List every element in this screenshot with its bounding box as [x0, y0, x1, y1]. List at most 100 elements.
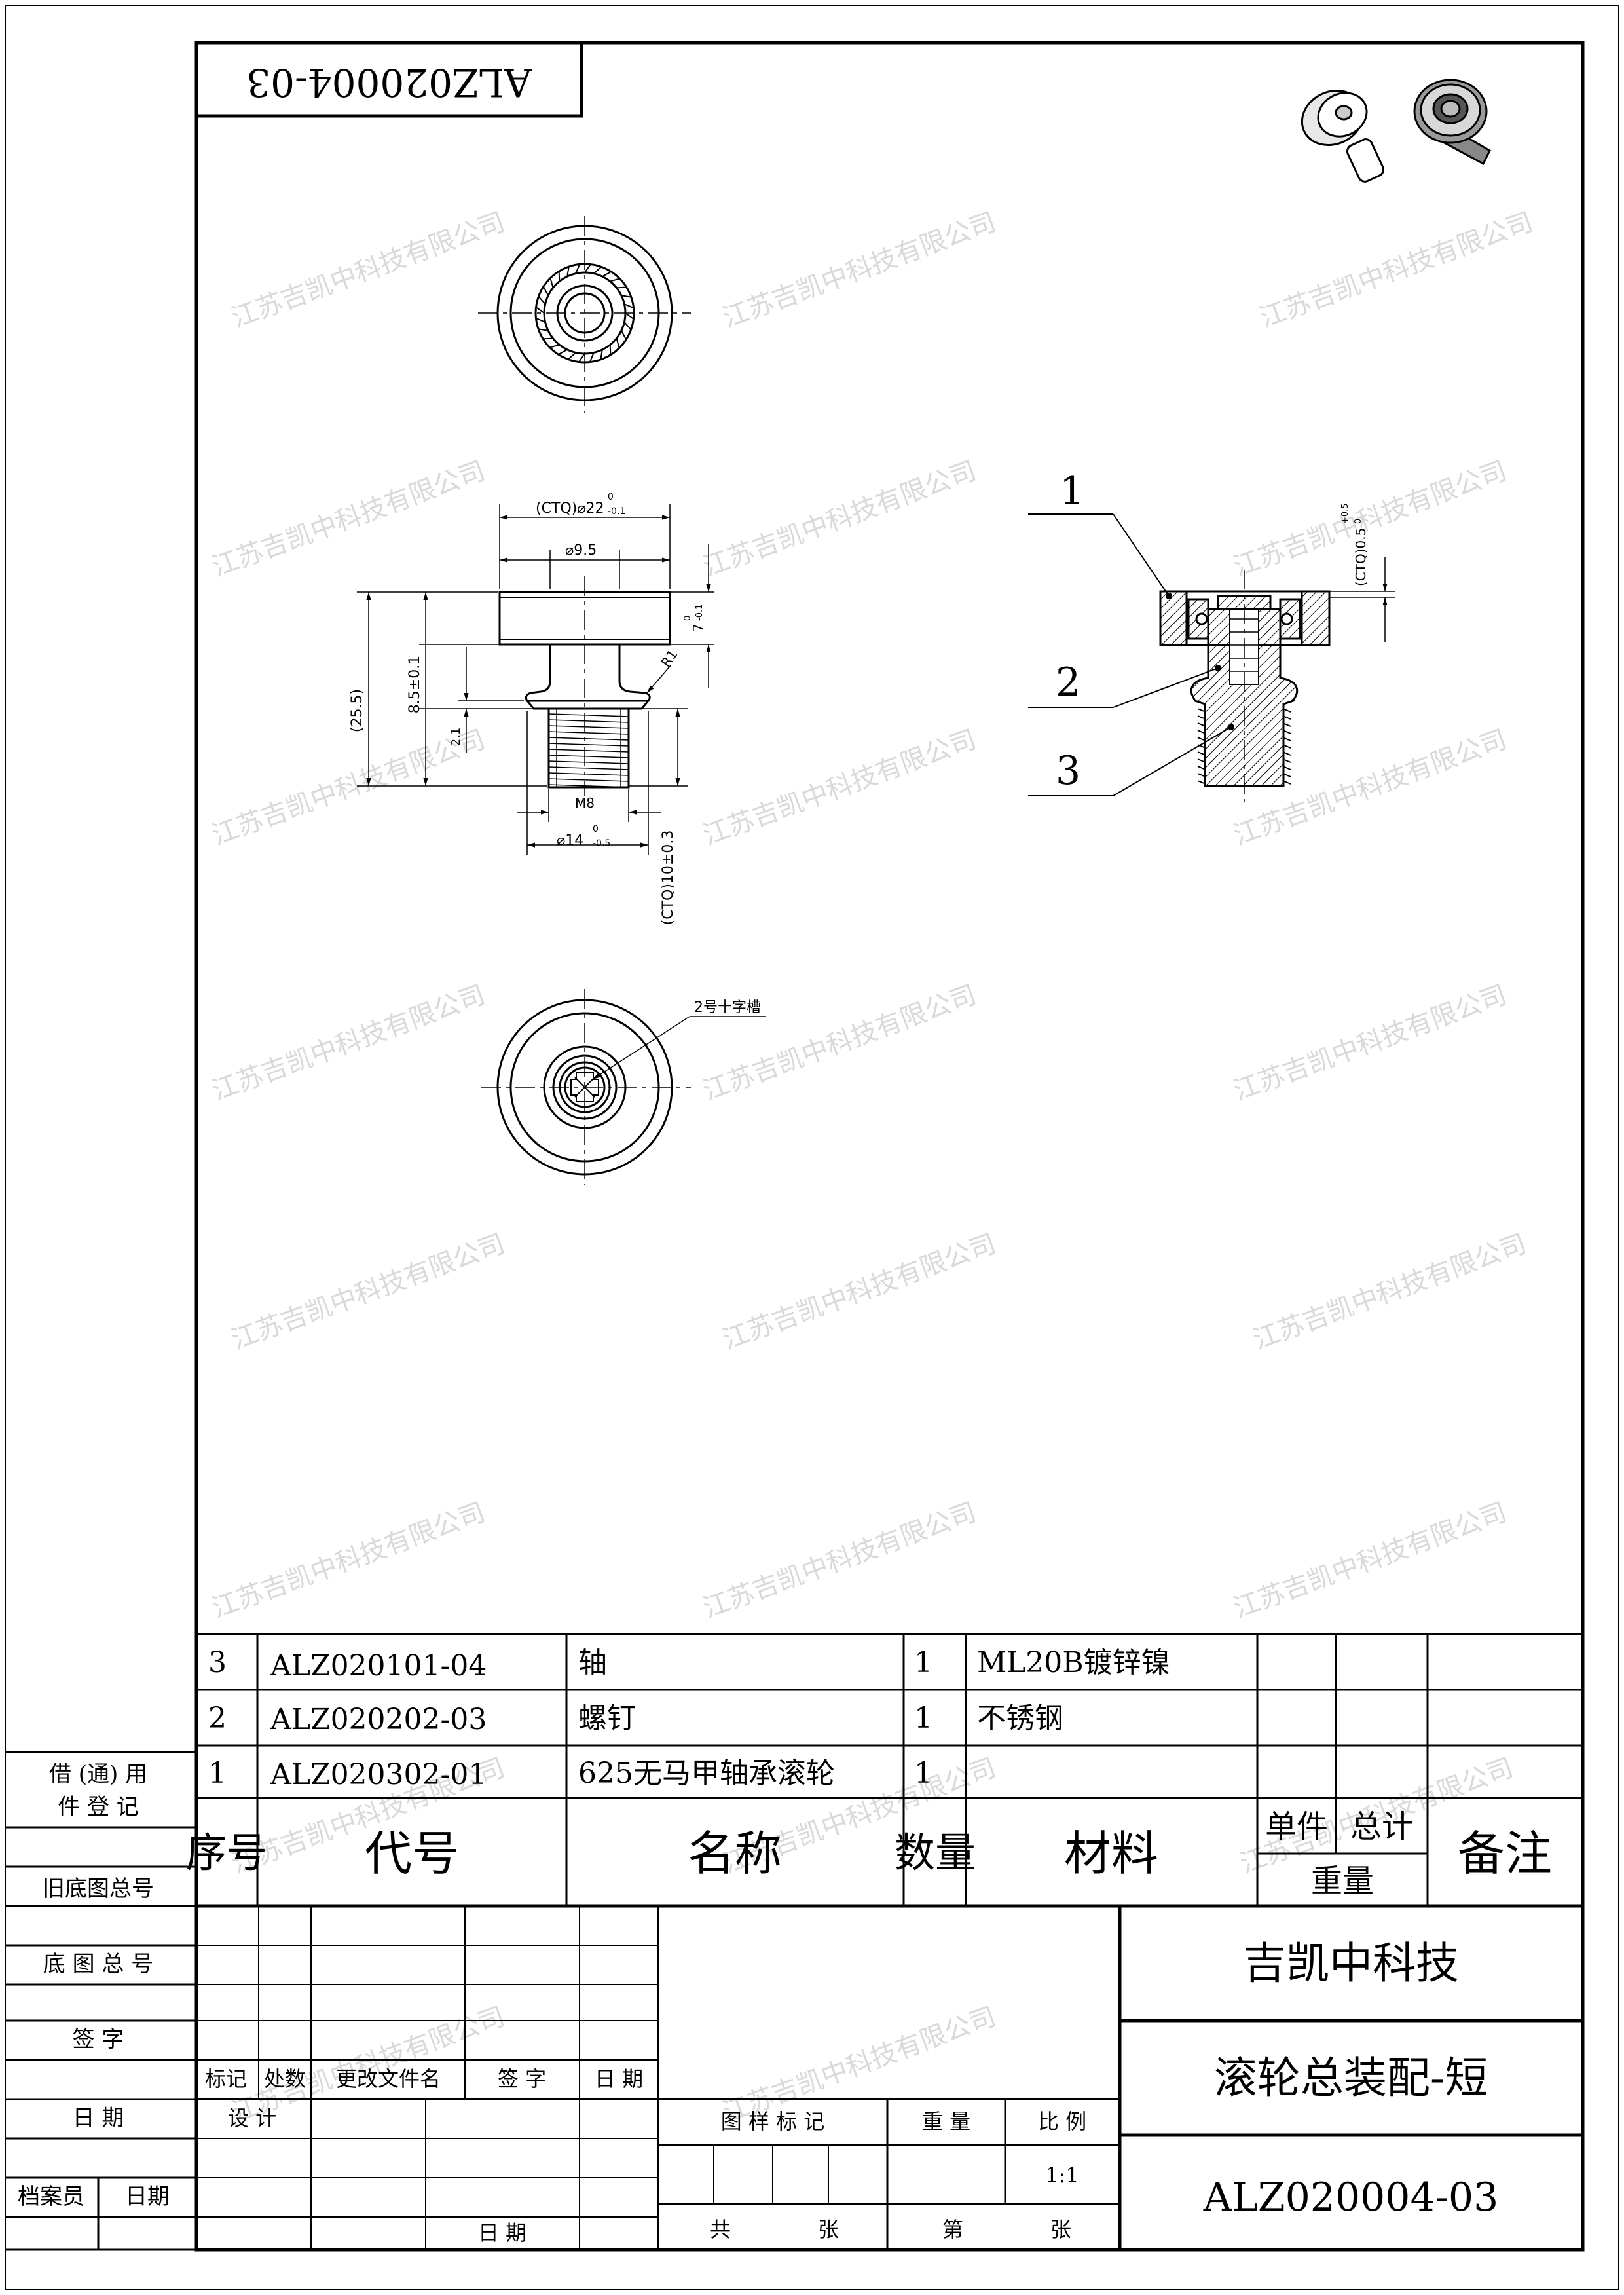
dim-outer-dia-tol-upper: 0: [608, 492, 614, 502]
tb-scale-label: 比 例: [1038, 2109, 1086, 2134]
tb-company: 吉凯中科技: [1243, 1938, 1459, 1988]
dim-gap-tol-lower: 0: [1354, 519, 1363, 524]
tb-sheet: 张: [818, 2217, 839, 2242]
side-date: 日 期: [73, 2105, 124, 2131]
callout-2: 2: [1056, 660, 1080, 705]
svg-text:江苏吉凯中科技有限公司: 江苏吉凯中科技有限公司: [699, 724, 980, 851]
dim-wheel-thick: 7: [690, 624, 706, 632]
svg-text:江苏吉凯中科技有限公司: 江苏吉凯中科技有限公司: [1230, 456, 1511, 583]
bom-qty: 1: [914, 1702, 932, 1735]
dim-outer-dia-tol-lower: -0.1: [608, 506, 625, 517]
front-view: [498, 576, 671, 796]
bom-row-3: 3 ALZ020101-04 轴 1 ML20B镀锌镍: [208, 1646, 1170, 1683]
header-material: 材料: [1064, 1826, 1158, 1881]
top-view: [478, 216, 691, 413]
dim-flange-dia: ⌀14: [557, 832, 583, 849]
side-base: 底 图 总 号: [43, 1951, 153, 1977]
bom-name: 螺钉: [578, 1702, 636, 1735]
svg-text:江苏吉凯中科技有限公司: 江苏吉凯中科技有限公司: [1249, 1229, 1530, 1356]
bottom-view: [481, 989, 766, 1185]
svg-text:江苏吉凯中科技有限公司: 江苏吉凯中科技有限公司: [228, 1229, 509, 1356]
tb-marker: 标记: [205, 2066, 247, 2091]
drawing-frame: [194, 41, 1585, 2252]
tb-design: 设 计: [228, 2106, 276, 2131]
tb-total: 共: [710, 2217, 731, 2242]
thread-lines: [548, 713, 629, 788]
tb-page: 第: [942, 2217, 963, 2242]
side-old-base: 旧底图总号: [43, 1876, 154, 1902]
svg-text:江苏吉凯中科技有限公司: 江苏吉凯中科技有限公司: [719, 207, 1000, 334]
svg-text:江苏吉凯中科技有限公司: 江苏吉凯中科技有限公司: [699, 456, 980, 583]
side-archivist: 档案员: [18, 2184, 84, 2210]
dim-flange-tol-lower: -0.5: [593, 838, 610, 849]
isometric-view-right: [1413, 79, 1491, 166]
drawing-number-flipped: ALZ020004-03: [246, 60, 532, 105]
section-view: [1159, 557, 1395, 802]
svg-text:江苏吉凯中科技有限公司: 江苏吉凯中科技有限公司: [208, 980, 489, 1107]
callout-3: 3: [1056, 748, 1080, 794]
bom-code: ALZ020101-04: [270, 1649, 487, 1683]
front-view-dimensions: [357, 504, 714, 855]
title-block: 标记 处数 更改文件名 签 字 日 期 设 计 日 期 图 样 标 记 重 量 …: [205, 1938, 1498, 2245]
tb-drawing-no: ALZ020004-03: [1203, 2174, 1499, 2220]
svg-text:江苏吉凯中科技有限公司: 江苏吉凯中科技有限公司: [1230, 980, 1511, 1107]
dim-shaft-len: 8.5±0.1: [407, 656, 423, 713]
dim-flange-tol-upper: 0: [593, 824, 599, 834]
tb-date: 日 期: [595, 2066, 643, 2091]
svg-text:江苏吉凯中科技有限公司: 江苏吉凯中科技有限公司: [1256, 207, 1537, 334]
flipped-drawing-number-box: ALZ020004-03: [194, 41, 583, 118]
svg-text:江苏吉凯中科技有限公司: 江苏吉凯中科技有限公司: [719, 1229, 1000, 1356]
tb-signature: 签 字: [498, 2066, 546, 2091]
side-sign: 签 字: [73, 2026, 124, 2053]
bom-qty: 1: [914, 1646, 932, 1679]
tb-title: 滚轮总装配-短: [1214, 2053, 1488, 2103]
bom-row-1: 1 ALZ020302-01 625无马甲轴承滚轮 1: [208, 1757, 932, 1791]
svg-text:江苏吉凯中科技有限公司: 江苏吉凯中科技有限公司: [208, 1497, 489, 1624]
side-archive-date: 日期: [125, 2184, 170, 2210]
side-panel-lines: [5, 1751, 196, 2251]
dim-thread: M8: [575, 795, 595, 811]
bom-name: 625无马甲轴承滚轮: [578, 1757, 835, 1790]
header-name: 名称: [688, 1826, 782, 1881]
isometric-view-left: [1301, 89, 1385, 183]
dim-wheel-thick-tol-upper: 0: [683, 616, 693, 621]
header-remarks: 备注: [1458, 1826, 1552, 1881]
tb-count: 处数: [264, 2066, 306, 2091]
header-total: 总计: [1350, 1808, 1413, 1845]
dim-wheel-thick-tol-lower: -0.1: [695, 605, 705, 621]
callout-1: 1: [1060, 468, 1084, 514]
tb-sheet2: 张: [1050, 2217, 1071, 2242]
dim-outer-dia: (CTQ)⌀22: [536, 500, 604, 517]
bom-material: 不锈钢: [977, 1702, 1063, 1735]
dim-gap: (CTQ)0.5: [1353, 528, 1369, 586]
tb-change-doc: 更改文件名: [336, 2066, 441, 2091]
bom-material: ML20B镀锌镍: [977, 1646, 1170, 1679]
dim-radius: R1: [657, 646, 680, 670]
header-seq: 序号: [186, 1829, 267, 1876]
header-code: 代号: [365, 1826, 459, 1881]
tb-weight: 重 量: [922, 2109, 970, 2134]
dim-small-len: 2.1: [449, 728, 463, 747]
callout-leaders: [1028, 513, 1234, 796]
svg-text:江苏吉凯中科技有限公司: 江苏吉凯中科技有限公司: [699, 1497, 980, 1624]
tb-pattern-mark: 图 样 标 记: [721, 2109, 825, 2134]
svg-text:江苏吉凯中科技有限公司: 江苏吉凯中科技有限公司: [699, 980, 980, 1107]
bom-seq: 1: [208, 1757, 227, 1790]
svg-text:江苏吉凯中科技有限公司: 江苏吉凯中科技有限公司: [228, 207, 509, 334]
bom-table-lines: [196, 1633, 1583, 1908]
cross-slot-note: 2号十字槽: [694, 999, 761, 1016]
bom-row-2: 2 ALZ020202-03 螺钉 1 不锈钢: [208, 1702, 1063, 1736]
tb-scale: 1:1: [1045, 2163, 1079, 2188]
dim-inner-dia: ⌀9.5: [565, 542, 597, 559]
knurl-ring: [535, 263, 635, 363]
bom-seq: 3: [208, 1646, 227, 1679]
dim-overall-height: (25.5): [349, 689, 365, 732]
side-borrow: 借 (通) 用: [49, 1761, 147, 1787]
dim-thread-len: (CTQ)10±0.3: [660, 830, 676, 925]
bom-code: ALZ020302-01: [270, 1758, 487, 1791]
side-panel: 借 (通) 用 件 登 记 旧底图总号 底 图 总 号 签 字 日 期 档案员 …: [18, 1761, 170, 2210]
svg-text:江苏吉凯中科技有限公司: 江苏吉凯中科技有限公司: [208, 724, 489, 851]
outer-border: [5, 5, 1619, 2290]
bom-header: 序号 代号 名称 数量 材料 单件 总计 重量 备注: [186, 1808, 1552, 1899]
